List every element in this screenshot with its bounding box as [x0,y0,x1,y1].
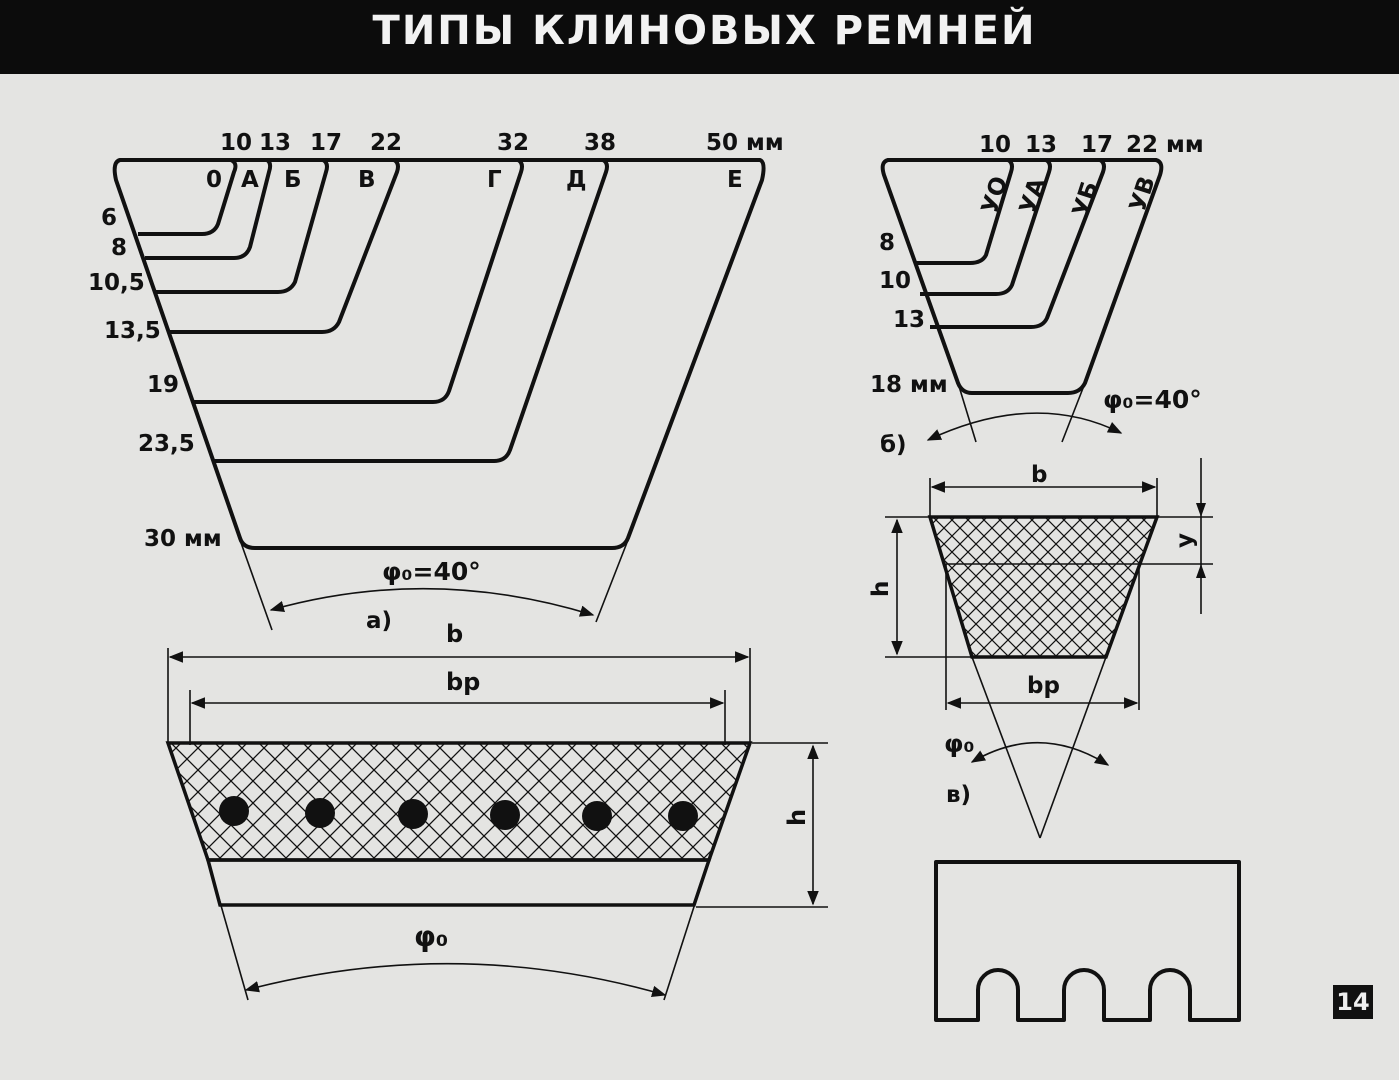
cone-leg-right [1039,656,1107,839]
cord-dot [398,799,428,829]
width-label-b: 17 [310,130,342,156]
width-label-d: 38 [584,130,616,156]
width-label-uo: 10 [979,132,1011,158]
width-label-e: 50 мм [706,130,784,156]
dim-y-arrow-bottom [1196,564,1206,578]
height-label-e: 30 мм [144,526,222,552]
diagram-a-angle [239,539,629,631]
dim-h-label: h [783,809,811,826]
diagram-b [880,158,1164,395]
height-label-uo: 8 [879,230,895,256]
width-label-ua: 13 [1025,132,1057,158]
type-label-uv: УВ [1125,173,1161,215]
height-label-ub: 13 [893,307,925,333]
type-label-uo: УО [977,173,1013,217]
width-label-a: 13 [259,130,291,156]
diagram-label-v: в) [946,782,971,808]
dim-h-label: h [868,581,894,597]
width-label-v: 22 [370,130,402,156]
dim-y-label: y [1172,533,1198,548]
dim-y-arrow-top [1196,503,1206,517]
title-bar: ТИПЫ КЛИНОВЫХ РЕМНЕЙ [0,0,1399,74]
belt-outline-ua [920,158,1052,296]
width-label-0: 10 [220,130,252,156]
width-label-g: 32 [497,130,529,156]
narrow-belt-section [927,515,1160,659]
section-wide: b bp h φ₀ [165,620,828,1001]
height-label-a: 8 [111,235,127,261]
page-title: ТИПЫ КЛИНОВЫХ РЕМНЕЙ [372,8,1037,54]
diagram-label-a: а) [366,608,392,634]
angle-label-v: φ₀ [944,729,975,758]
page-number-badge: 14 [1333,985,1373,1019]
type-label-0: 0 [206,167,222,193]
height-label-uv: 18 мм [870,372,948,398]
type-label-b: Б [284,167,302,193]
dim-bp-label: bp [1027,673,1060,699]
height-label-v: 13,5 [104,318,161,344]
cord-dot [582,801,612,831]
width-label-uv: 22 мм [1126,132,1204,158]
height-label-0: 6 [101,205,117,231]
type-label-v: В [358,167,376,193]
angle-label-b: φ₀=40° [1103,385,1202,414]
height-label-b: 10,5 [88,270,145,296]
cord-dot [305,798,335,828]
belt-outline-d [212,158,609,463]
belt-outline-e [112,158,766,550]
belt-outline-a [145,158,273,260]
belt-outline-b [156,158,329,294]
diagram-label-b: б) [880,432,907,458]
belt-outline-ub [930,158,1106,329]
belt-outline-uo [915,158,1014,265]
type-label-g: Г [487,167,502,193]
height-label-g: 19 [147,372,179,398]
belt-bottom-layer [205,858,712,907]
height-label-ua: 10 [879,268,911,294]
diagram-a-labels: 10 13 17 22 32 38 50 мм 0 А Б В Г Д Е 6 … [88,130,784,634]
belt-outline-g [192,158,524,404]
angle-arc-v [970,741,1110,766]
dim-bp-label: bp [446,668,480,696]
type-label-e: Е [727,167,743,193]
belt-outline-uv [880,158,1164,395]
toothed-belt-profile [934,860,1241,1022]
belt-outline-0 [138,158,238,236]
cord-dots [219,796,698,831]
belt-outline-v [168,158,400,334]
angle-label: φ₀ [414,920,448,953]
cord-dot [668,801,698,831]
angle-leg-left [207,859,249,1001]
angle-leg-right [663,859,710,1001]
diagram-a [112,158,766,550]
belt-hatched-layer [165,741,753,862]
type-label-a: А [241,167,259,193]
width-label-ub: 17 [1081,132,1113,158]
cord-dot [490,800,520,830]
angle-label-a: φ₀=40° [382,557,481,586]
diagram-b-angle [926,382,1123,443]
type-label-d: Д [566,167,586,193]
angle-arc [244,962,667,997]
diagram-v: b h y bp φ₀ в) [868,458,1213,839]
cord-dot [219,796,249,826]
height-label-d: 23,5 [138,431,195,457]
dim-b-label: b [1031,462,1047,488]
dim-b-label: b [446,620,463,648]
